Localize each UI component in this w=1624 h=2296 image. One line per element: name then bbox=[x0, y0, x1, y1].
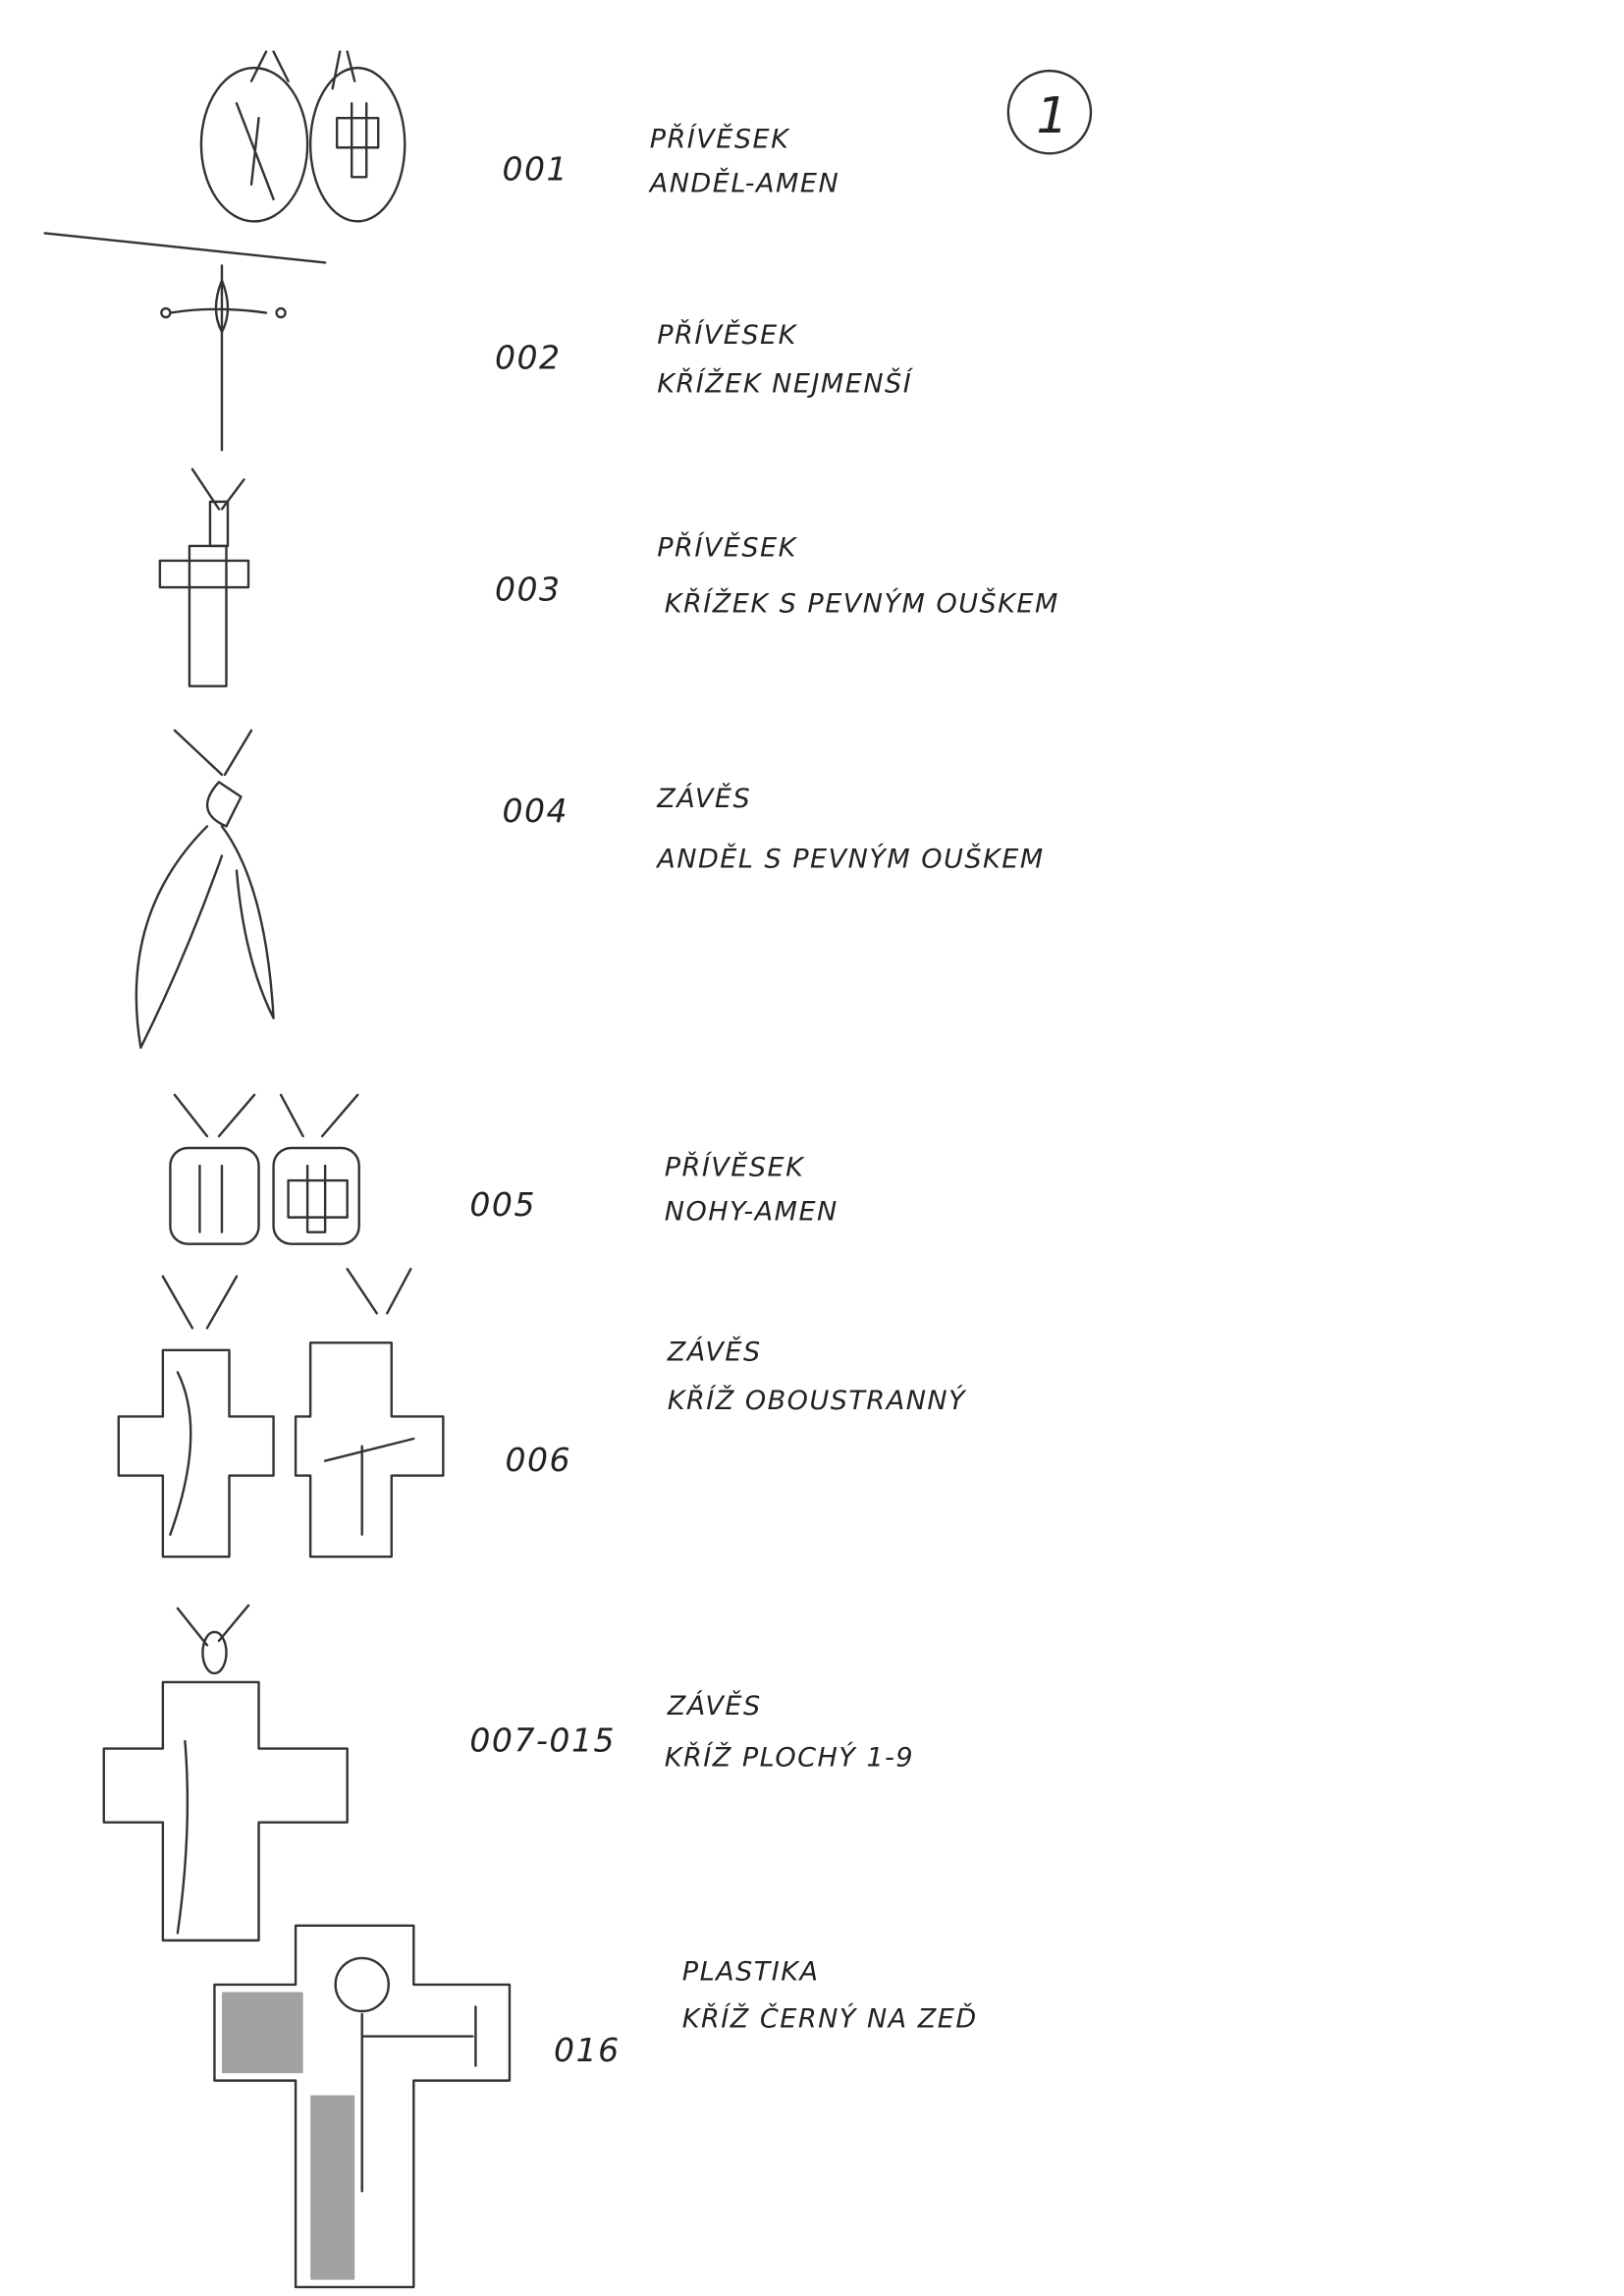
item-row-007-015: 007-015 ZÁVĚS KŘÍŽ PLOCHÝ 1-9 bbox=[469, 1690, 914, 1774]
item-code: 005 bbox=[469, 1185, 536, 1224]
sketch-007-015-flat-cross bbox=[102, 1604, 349, 1942]
item-code: 001 bbox=[502, 149, 568, 188]
item-row-004: 004 ZÁVĚS ANDĚL S PEVNÝM OUŠKEM bbox=[502, 783, 1044, 875]
item-type: PLASTIKA bbox=[682, 1956, 820, 1987]
item-name: ANDĚL S PEVNÝM OUŠKEM bbox=[655, 844, 1044, 875]
item-code: 016 bbox=[554, 2031, 621, 2069]
page-number: 1 bbox=[1036, 87, 1069, 145]
item-code: 004 bbox=[502, 792, 568, 830]
item-type: PŘÍVĚSEK bbox=[650, 123, 790, 154]
item-row-006: 006 ZÁVĚS KŘÍŽ OBOUSTRANNÝ bbox=[505, 1336, 967, 1479]
item-type: ZÁVĚS bbox=[656, 783, 751, 814]
sketch-002-smallest-cross bbox=[160, 264, 287, 452]
item-code: 006 bbox=[505, 1441, 571, 1479]
item-row-001: 001 PŘÍVĚSEK ANDĚL-AMEN bbox=[502, 123, 839, 198]
item-row-005: 005 PŘÍVĚSEK NOHY-AMEN bbox=[469, 1152, 839, 1228]
sketch-003-cross-fixed-loop bbox=[158, 467, 250, 687]
item-name: KŘÍŽEK NEJMENŠÍ bbox=[657, 368, 913, 400]
item-name: KŘÍŽ OBOUSTRANNÝ bbox=[668, 1385, 967, 1416]
item-code: 003 bbox=[495, 571, 562, 609]
item-name: ANDĚL-AMEN bbox=[648, 167, 839, 198]
divider-line bbox=[43, 232, 327, 264]
item-type: ZÁVĚS bbox=[667, 1690, 762, 1722]
sketch-016-black-wall-cross bbox=[213, 1924, 512, 2289]
item-name: NOHY-AMEN bbox=[665, 1197, 839, 1228]
item-type: PŘÍVĚSEK bbox=[657, 531, 797, 563]
item-code: 002 bbox=[495, 339, 562, 377]
item-name: KŘÍŽ ČERNÝ NA ZEĎ bbox=[682, 2003, 978, 2035]
sketch-004-angel-fixed-loop bbox=[135, 729, 275, 1050]
page-number-badge: 1 bbox=[1006, 69, 1093, 155]
sketch-005-legs-amen-pendant bbox=[169, 1093, 360, 1245]
item-name: KŘÍŽEK S PEVNÝM OUŠKEM bbox=[665, 588, 1059, 620]
sketch-006-double-sided-cross bbox=[117, 1268, 445, 1558]
item-row-016: 016 PLASTIKA KŘÍŽ ČERNÝ NA ZEĎ bbox=[554, 1956, 978, 2069]
item-type: PŘÍVĚSEK bbox=[665, 1152, 805, 1183]
item-type: ZÁVĚS bbox=[667, 1336, 762, 1367]
item-type: PŘÍVĚSEK bbox=[657, 319, 797, 351]
item-name: KŘÍŽ PLOCHÝ 1-9 bbox=[665, 1742, 914, 1774]
sketch-001-angel-amen-pendant bbox=[199, 50, 406, 223]
item-code: 007-015 bbox=[469, 1722, 616, 1760]
item-row-003: 003 PŘÍVĚSEK KŘÍŽEK S PEVNÝM OUŠKEM bbox=[495, 531, 1059, 620]
item-row-002: 002 PŘÍVĚSEK KŘÍŽEK NEJMENŠÍ bbox=[495, 319, 913, 400]
